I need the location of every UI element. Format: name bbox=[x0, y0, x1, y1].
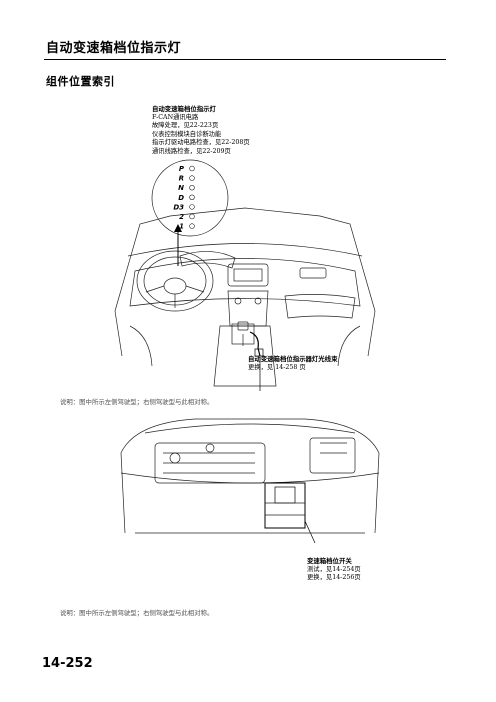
gear-label: 2 bbox=[179, 213, 184, 221]
gear-label: R bbox=[179, 175, 184, 183]
engine-block bbox=[154, 442, 266, 484]
transmission-case bbox=[264, 482, 306, 529]
center-stack bbox=[227, 290, 269, 327]
driver-seat-edge bbox=[129, 325, 153, 367]
fender-line bbox=[120, 472, 380, 484]
cowl-line bbox=[144, 423, 356, 434]
steering-hub bbox=[163, 277, 187, 295]
figure-note: 说明：图中所示左侧驾驶型；右侧驾驶型与此相对称。 bbox=[60, 609, 214, 617]
indicator-callout-line: 故障处理，见22-223页 bbox=[152, 122, 219, 130]
gear-indicator-lamp bbox=[189, 185, 195, 191]
detail-magnifier-circle bbox=[151, 159, 229, 237]
air-cleaner-box bbox=[309, 437, 356, 474]
gear-indicator-lamp bbox=[189, 204, 195, 210]
steering-wheel bbox=[136, 250, 214, 312]
dashboard-top bbox=[129, 258, 361, 307]
hood-opening bbox=[120, 418, 380, 534]
hvac-knob-left bbox=[234, 297, 242, 305]
windshield-frame bbox=[114, 207, 376, 312]
switch-callout-heading: 变速箱档位开关 bbox=[307, 557, 352, 565]
dashboard-illustration bbox=[114, 207, 376, 391]
arrow-head bbox=[174, 224, 182, 232]
transmission-range-switch bbox=[274, 486, 296, 504]
hvac-knob-right bbox=[254, 297, 262, 305]
instrument-cluster bbox=[179, 251, 236, 269]
indicator-callout-line: F-CAN通讯电路 bbox=[152, 113, 199, 121]
indicator-callout: 自动变速箱档位指示灯 F-CAN通讯电路 故障处理，见22-223页 仪表控制模… bbox=[152, 105, 250, 157]
floor-console bbox=[213, 325, 277, 387]
switch-callout-line: 测试，见14-254页 bbox=[307, 565, 361, 573]
indicator-callout-heading: 自动变速箱档位指示灯 bbox=[152, 105, 216, 113]
gear-indicator-lamp bbox=[189, 165, 195, 172]
switch-callout: 变速箱档位开关 测试，见14-254页 更换，见14-256页 bbox=[307, 557, 361, 583]
page-number: 14-252 bbox=[42, 656, 93, 671]
gear-indicator-lamp bbox=[189, 194, 195, 200]
gear-label: D bbox=[178, 194, 184, 202]
harness-callout-line: 更换，见 14-258 页 bbox=[248, 363, 306, 371]
gear-indicator-lamp bbox=[189, 175, 195, 181]
passenger-seat-edge bbox=[337, 325, 361, 367]
glovebox bbox=[284, 294, 356, 319]
engine-bay-illustration bbox=[120, 418, 380, 544]
indicator-callout-line: 仪表控制模块自诊断功能 bbox=[152, 130, 222, 138]
gear-label: D3 bbox=[173, 203, 184, 211]
engine-cap-left bbox=[169, 452, 181, 464]
harness-callout: 自动变速箱档位指示器灯光线束 更换，见 14-258 页 bbox=[248, 355, 337, 372]
switch-callout-line: 更换，见14-256页 bbox=[307, 574, 361, 582]
harness-connector bbox=[254, 348, 264, 357]
door-edges bbox=[114, 310, 376, 357]
center-display-screen bbox=[233, 268, 263, 282]
figure-note: 说明：图中所示左侧驾驶型；右侧驾驶型与此相对称。 bbox=[60, 398, 214, 406]
indicator-harness bbox=[249, 331, 261, 357]
windshield-lower-edge bbox=[127, 243, 363, 257]
passenger-vent bbox=[299, 267, 327, 279]
transmission-ribs bbox=[265, 502, 305, 516]
gear-indicator-lamp bbox=[189, 213, 195, 220]
page-title: 自动变速箱档位指示灯 bbox=[46, 41, 182, 56]
air-box-ribs bbox=[320, 442, 347, 454]
center-display bbox=[227, 263, 269, 287]
gear-indicator-lamp bbox=[189, 223, 195, 229]
engine-cover-ribs bbox=[163, 452, 255, 474]
steering-spokes bbox=[145, 285, 205, 308]
harness-callout-heading: 自动变速箱档位指示器灯光线束 bbox=[248, 355, 338, 363]
indicator-callout-line: 通讯线路检查，见22-209页 bbox=[152, 147, 231, 155]
gear-label: N bbox=[178, 184, 184, 192]
header-rule bbox=[44, 59, 446, 60]
shift-knob bbox=[237, 321, 249, 331]
engine-cap-mid bbox=[205, 443, 215, 453]
section-subtitle: 组件位置索引 bbox=[46, 75, 115, 88]
gear-label: 1 bbox=[179, 223, 184, 231]
switch-leader-line bbox=[304, 520, 316, 544]
gear-label: P bbox=[179, 165, 185, 173]
indicator-callout-line: 指示灯驱动电路检查，见22-208页 bbox=[152, 139, 250, 147]
